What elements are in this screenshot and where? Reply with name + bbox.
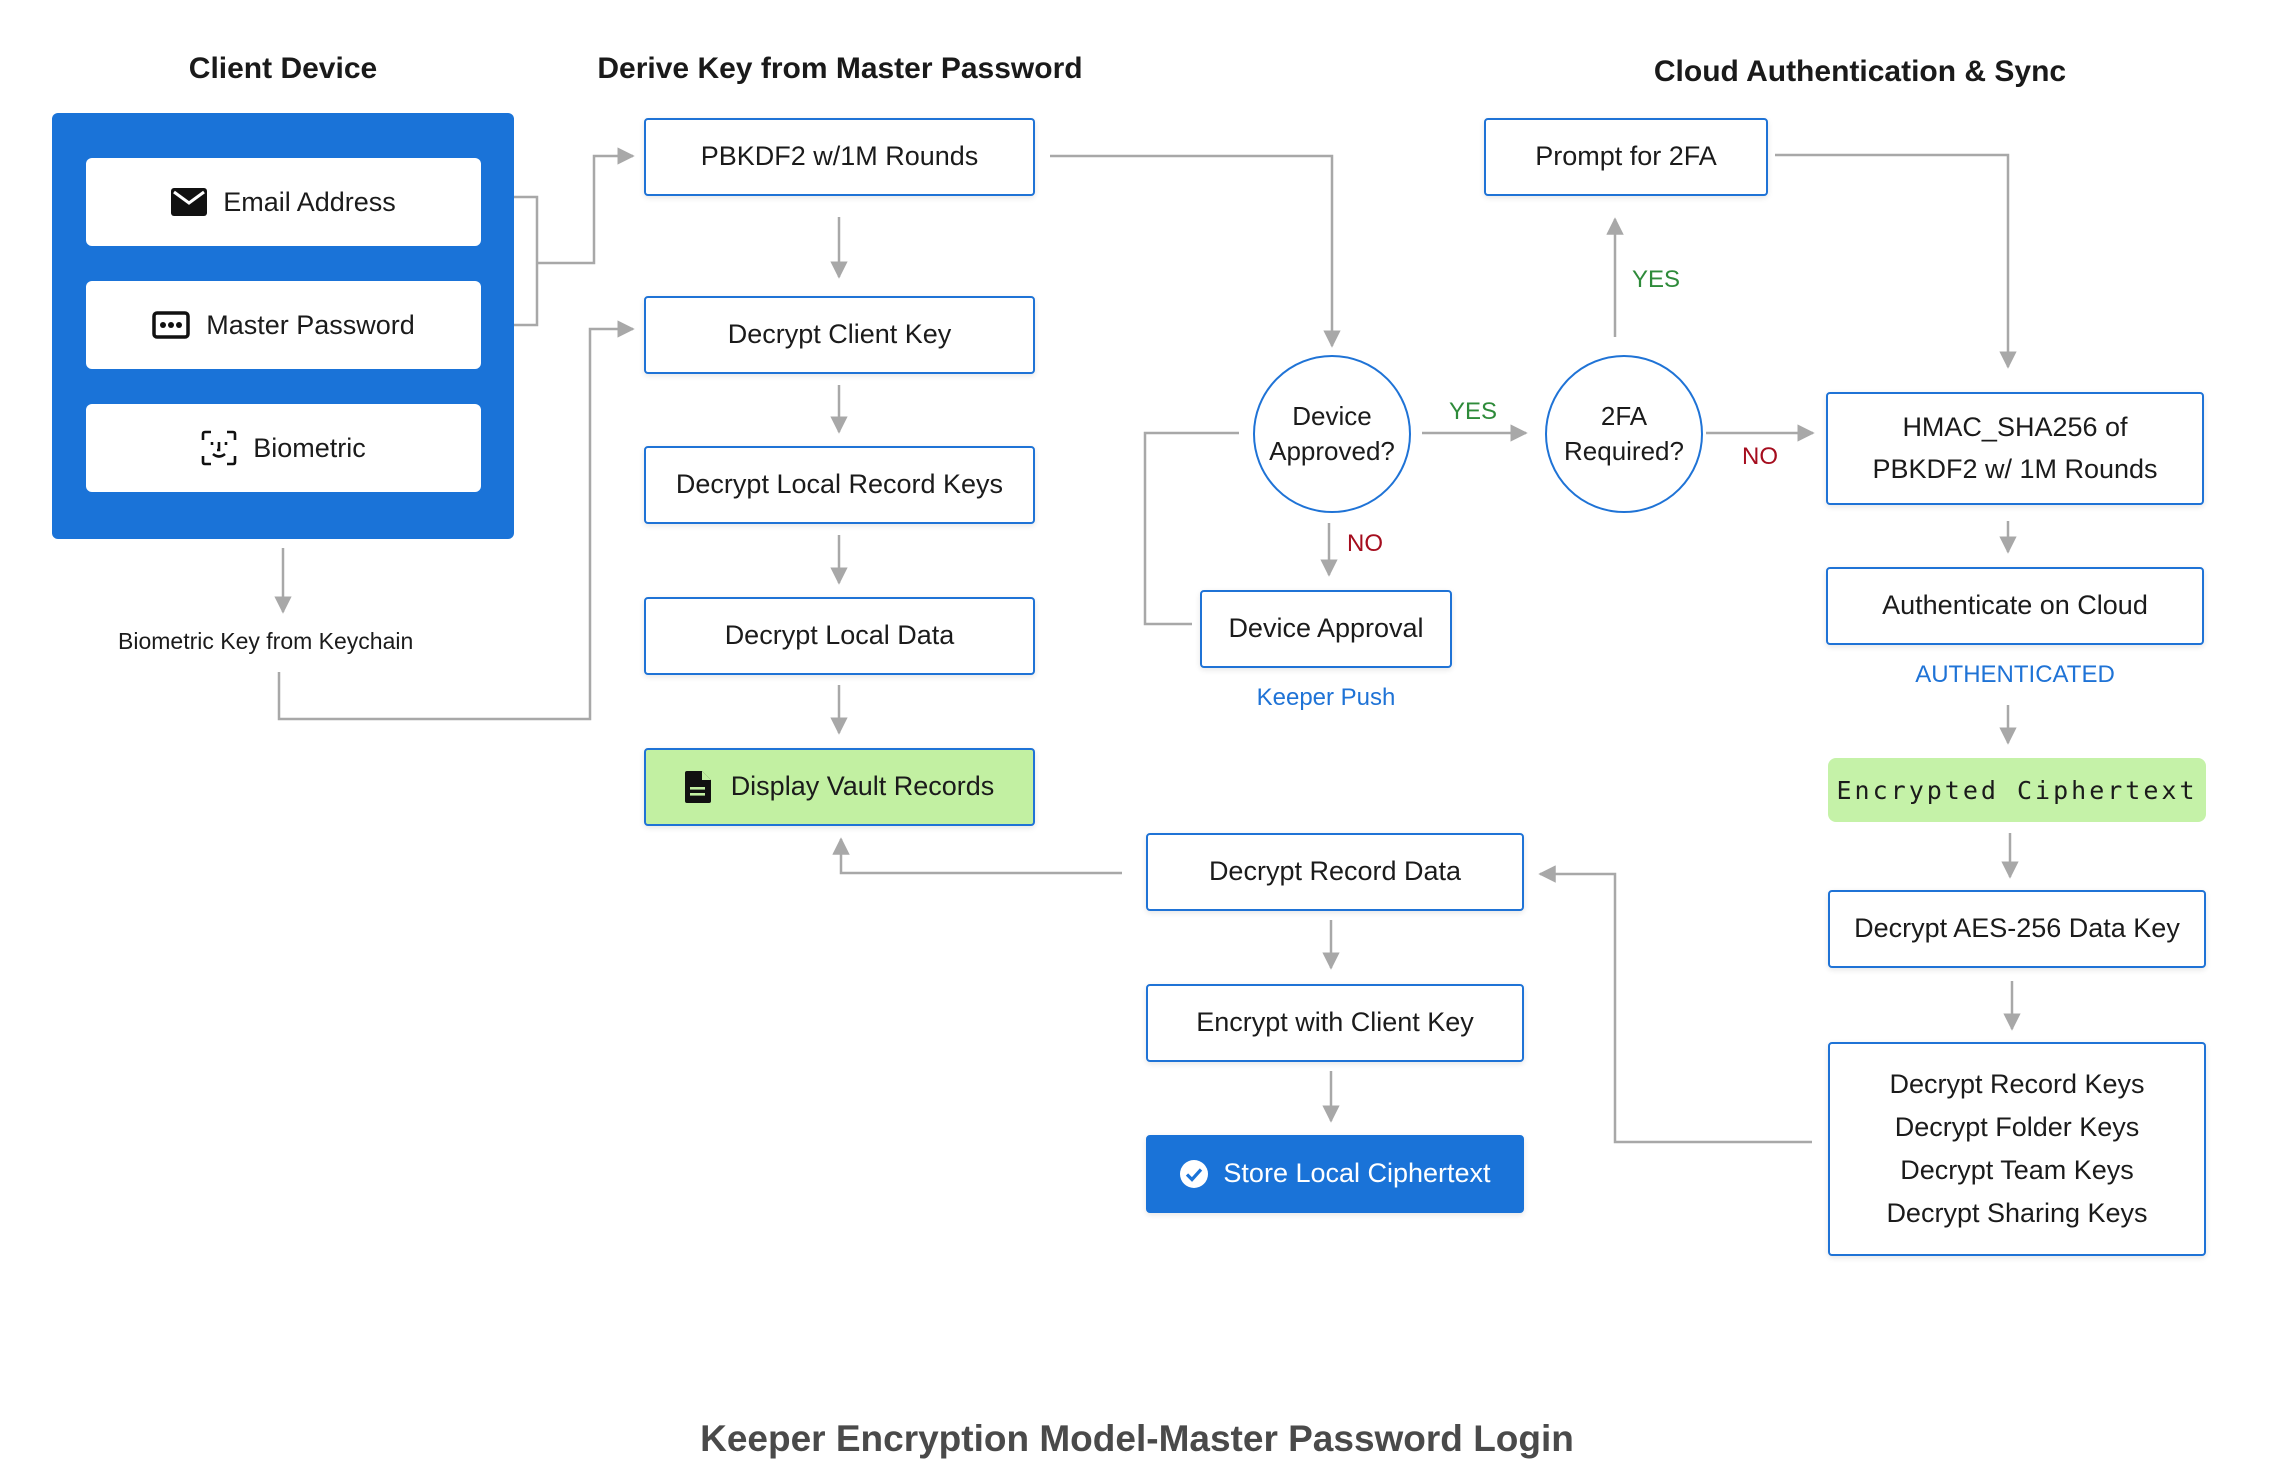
decrypt-team-keys-line: Decrypt Team Keys [1900,1155,2134,1185]
2fa-required-line1: 2FA [1600,400,1648,431]
document-icon [684,771,711,803]
store-local-ciphertext-label: Store Local Ciphertext [1223,1158,1491,1189]
device-approval-box: Device Approval [1200,590,1452,668]
face-id-icon [201,430,237,466]
decrypt-local-data-box: Decrypt Local Data [644,597,1035,675]
pbkdf2-box: PBKDF2 w/1M Rounds [644,118,1035,196]
biometric-field[interactable]: Biometric [86,404,481,492]
authenticate-cloud-box: Authenticate on Cloud [1826,567,2204,645]
password-dots-icon [152,311,190,339]
master-password-field[interactable]: Master Password [86,281,481,369]
hmac-line2: PBKDF2 w/ 1M Rounds [1872,453,2158,484]
decrypt-record-data-box: Decrypt Record Data [1146,833,1524,911]
decrypt-keys-box: Decrypt Record Keys Decrypt Folder Keys … [1828,1042,2206,1256]
hmac-line1: HMAC_SHA256 of [1902,411,2128,442]
decrypt-aes256-box: Decrypt AES-256 Data Key [1828,890,2206,968]
encrypt-client-key-box: Encrypt with Client Key [1146,984,1524,1062]
device-approved-decision: Device Approved? [1253,355,1411,513]
biometric-label: Biometric [253,432,366,463]
client-device-panel: Email Address Master Password Biometric [52,113,514,539]
2fa-no-label: NO [1742,443,1778,470]
prompt-2fa-box: Prompt for 2FA [1484,118,1768,196]
device-no-label: NO [1347,530,1383,557]
2fa-yes-label: YES [1632,266,1681,293]
master-password-label: Master Password [206,309,415,340]
decrypt-folder-keys-line: Decrypt Folder Keys [1894,1111,2140,1142]
envelope-icon [171,188,208,216]
decrypt-client-key-box: Decrypt Client Key [644,296,1035,374]
device-approved-line1: Device [1292,400,1372,431]
display-vault-records-label: Display Vault Records [730,771,995,802]
store-local-ciphertext-box: Store Local Ciphertext [1146,1135,1524,1213]
section-title-derive-key: Derive Key from Master Password [597,52,1083,85]
authenticated-label: AUTHENTICATED [1915,661,2115,688]
connector-prompt-hmac [1775,153,2017,369]
connector-recorddata-display [832,837,1122,875]
hmac-sha256-box: HMAC_SHA256 of PBKDF2 w/ 1M Rounds [1826,392,2204,505]
device-yes-label: YES [1449,398,1498,425]
section-title-client-device: Client Device [188,52,378,85]
connector-pbkdf2-device [1050,154,1341,348]
2fa-required-decision: 2FA Required? [1545,355,1703,513]
biometric-key-label: Biometric Key from Keychain [118,628,414,654]
decrypt-local-record-keys-box: Decrypt Local Record Keys [644,446,1035,524]
connector-approval-loop [1143,431,1239,626]
display-vault-records-box: Display Vault Records [644,748,1035,826]
2fa-required-line2: Required? [1564,436,1684,466]
diagram-caption: Keeper Encryption Model-Master Password … [700,1418,1574,1459]
connector-to-pbkdf2 [537,147,635,265]
keeper-push-label: Keeper Push [1256,684,1396,711]
connector-biometric-key [277,320,635,721]
decrypt-record-keys-line: Decrypt Record Keys [1889,1068,2145,1099]
decrypt-sharing-keys-line: Decrypt Sharing Keys [1886,1198,2148,1229]
check-circle-icon [1179,1159,1209,1189]
email-address-field[interactable]: Email Address [86,158,481,246]
email-address-label: Email Address [223,186,396,217]
connector-keys-recorddata [1538,865,1812,1144]
device-approved-line2: Approved? [1269,436,1395,466]
encrypted-ciphertext-badge: Encrypted Ciphertext [1828,758,2206,822]
section-title-cloud-auth: Cloud Authentication & Sync [1653,55,2067,88]
